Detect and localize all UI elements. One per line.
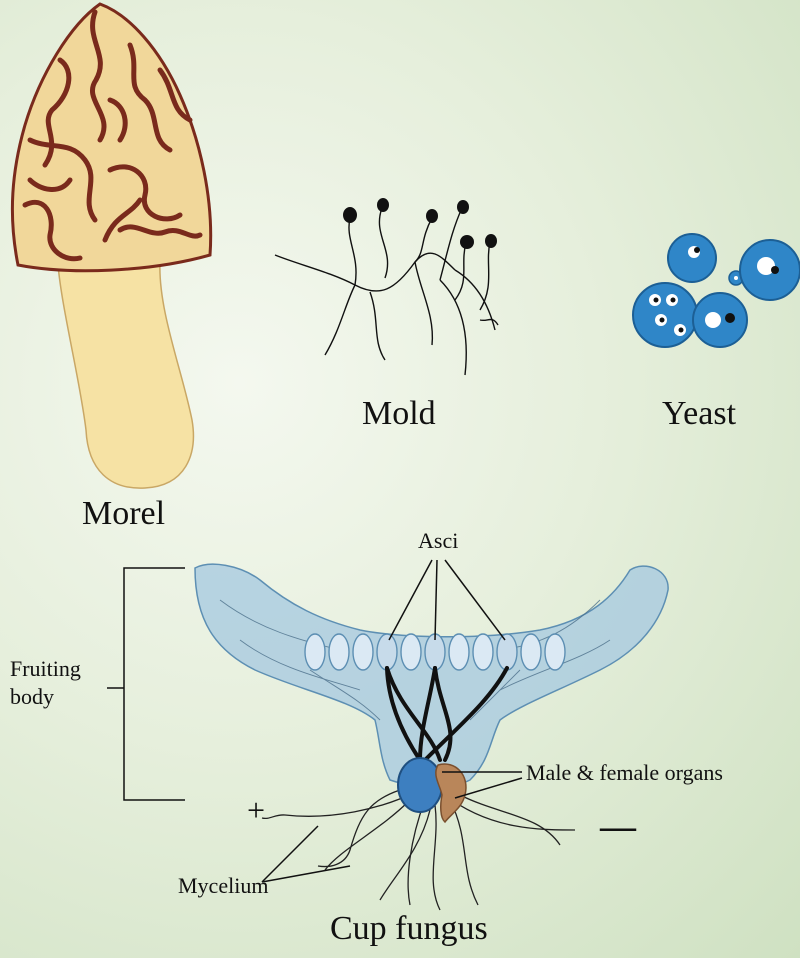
fruiting-body-label: Fruiting body xyxy=(10,656,81,709)
fruiting-body-bracket xyxy=(123,567,185,801)
mold-illustration xyxy=(274,198,499,376)
cup-body xyxy=(194,563,669,789)
cup-fungus-label: Cup fungus xyxy=(330,910,488,947)
cup-fungus-illustration xyxy=(194,563,669,911)
minus-sign: — xyxy=(600,806,636,846)
plus-sign: + xyxy=(247,792,266,828)
mold-label: Mold xyxy=(362,395,436,432)
female-organ xyxy=(435,763,467,824)
asci-row xyxy=(304,633,566,671)
morel-label: Morel xyxy=(82,495,166,532)
yeast-label: Yeast xyxy=(662,395,737,432)
morel-illustration xyxy=(10,2,213,489)
mycelium-threads xyxy=(261,789,576,911)
male-female-organs-label: Male & female organs xyxy=(526,760,723,785)
yeast-illustration xyxy=(632,233,800,348)
leader-lines xyxy=(107,559,523,883)
morel-stem xyxy=(57,261,195,489)
mold-spores xyxy=(343,198,497,249)
mycelium-label: Mycelium xyxy=(178,873,269,898)
asci-label: Asci xyxy=(418,528,459,553)
morel-ridges xyxy=(22,9,203,262)
male-organ xyxy=(397,757,443,813)
